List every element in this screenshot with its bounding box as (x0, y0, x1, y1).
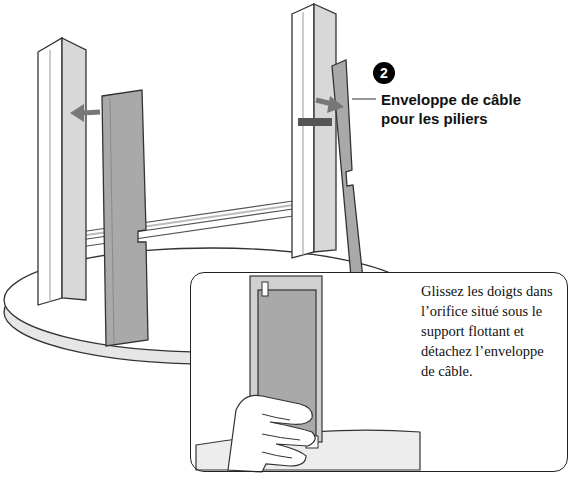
instruction-text: Glissez les doigts dans l’orifice situé … (421, 281, 559, 381)
inset-box: Glissez les doigts dans l’orifice situé … (190, 272, 568, 472)
part-name: Enveloppe de câble pour les piliers (381, 90, 546, 128)
callout-digit: 2 (380, 66, 388, 80)
callout-number: 2 (373, 62, 395, 84)
